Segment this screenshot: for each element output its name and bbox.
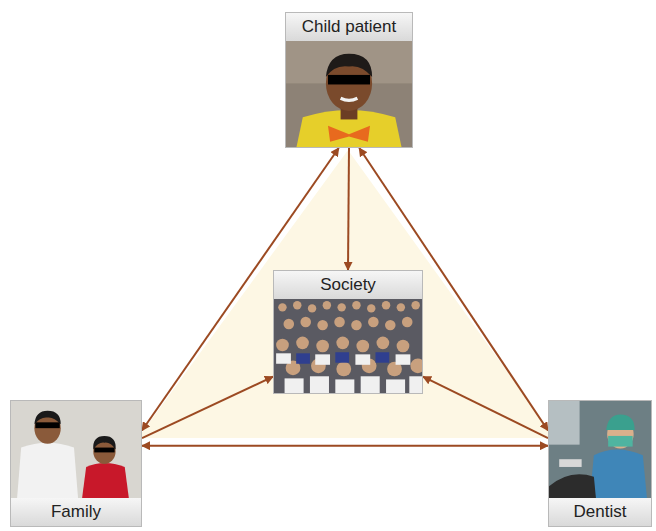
relation-arrow (142, 445, 548, 447)
family-node: Family (10, 400, 142, 527)
node-label: Family (11, 498, 141, 526)
node-label: Child patient (286, 13, 412, 41)
child-photo (286, 41, 412, 147)
child-node: Child patient (285, 12, 413, 148)
triangle-fill (138, 150, 555, 438)
relation-arrow (423, 377, 548, 438)
dentist-photo (549, 401, 651, 498)
society-node: Society (273, 270, 423, 394)
family-photo (11, 401, 141, 498)
node-label: Society (274, 271, 422, 299)
relation-arrow (348, 148, 349, 270)
crowd-photo (274, 299, 422, 393)
dentist-node: Dentist (548, 400, 652, 527)
node-label: Dentist (549, 498, 651, 526)
relation-arrow (142, 377, 273, 438)
